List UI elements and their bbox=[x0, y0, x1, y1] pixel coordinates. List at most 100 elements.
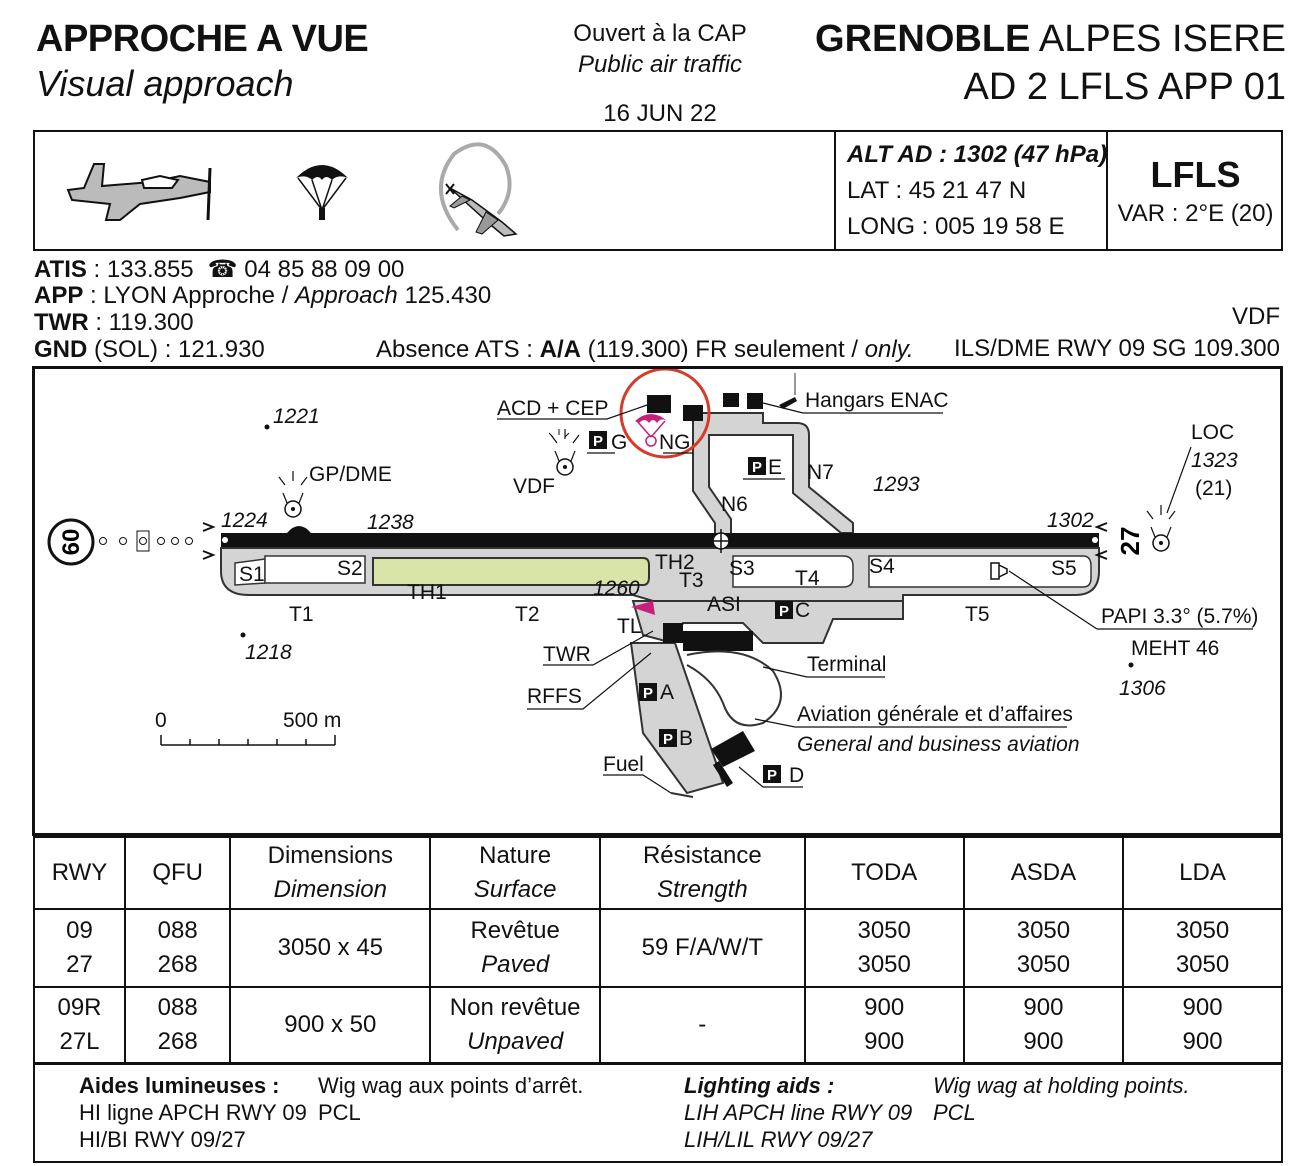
vdf-icon bbox=[550, 429, 580, 476]
label-meht: MEHT 46 bbox=[1131, 637, 1219, 660]
runway-09-27 bbox=[221, 533, 1099, 547]
cell-strength: - bbox=[599, 986, 806, 1064]
cell-qfu-a: 088 bbox=[157, 994, 198, 1021]
elev-1306: 1306 bbox=[1119, 677, 1166, 700]
cell-lda-b: 3050 bbox=[1175, 951, 1230, 978]
info-box bbox=[33, 130, 1283, 251]
gnd-frequency: (SOL) : 121.930 bbox=[87, 336, 265, 363]
label-asi: ASI bbox=[707, 593, 741, 616]
cell-toda-a: 900 bbox=[864, 994, 905, 1021]
cell-toda-b: 900 bbox=[864, 1028, 905, 1055]
runway-09-marker bbox=[47, 518, 95, 566]
phone-number: 04 85 88 09 00 bbox=[244, 256, 405, 283]
longitude: LONG : 005 19 58 E bbox=[847, 213, 1065, 240]
elev-1238: 1238 bbox=[367, 511, 414, 534]
label-gp-dme: GP/DME bbox=[309, 463, 392, 486]
label-taxiway-n6: N6 bbox=[721, 493, 748, 516]
elev-1224: 1224 bbox=[221, 509, 268, 532]
parachute-small-icon bbox=[548, 429, 570, 438]
coords-box bbox=[834, 130, 1108, 251]
header-lda: LDA bbox=[1122, 836, 1283, 910]
lighting-fr-line-2: HI/BI RWY 09/27 bbox=[79, 1127, 246, 1152]
label-parking-ng: NG bbox=[659, 431, 691, 454]
atis-line: ATIS : 133.855☎ 04 85 88 09 00 bbox=[34, 255, 404, 284]
atis-frequency: : 133.855 bbox=[86, 256, 194, 283]
arrow-09-top bbox=[202, 522, 216, 532]
chart-reference: AD 2 LFLS APP 01 bbox=[963, 66, 1287, 108]
svg-text:P: P bbox=[767, 767, 777, 784]
label-rffs: RFFS bbox=[527, 685, 582, 708]
runway-09-number: 60 bbox=[58, 529, 85, 556]
approach-lights bbox=[99, 530, 193, 552]
svg-text:P: P bbox=[643, 685, 653, 702]
label-tl: TL bbox=[617, 615, 642, 638]
cell-surface-fr: Non revêtue bbox=[449, 994, 581, 1021]
aerobatics-icon bbox=[439, 142, 518, 237]
header-strength-en: Strength bbox=[656, 876, 748, 903]
gnd-line: GND (SOL) : 121.930 bbox=[34, 336, 265, 364]
cell-surface-en: Paved bbox=[481, 951, 550, 978]
label-s5: S5 bbox=[1051, 557, 1077, 580]
lighting-en-pcl: PCL bbox=[933, 1100, 976, 1125]
cell-rwy-b: 27L bbox=[59, 1028, 100, 1055]
phone-icon: ☎ bbox=[207, 256, 238, 283]
header-surface-fr: Nature bbox=[479, 842, 552, 869]
parking-d-icon: P bbox=[763, 765, 781, 784]
svg-text:P: P bbox=[752, 459, 762, 476]
absence-text-c: (119.300) FR seulement / bbox=[580, 336, 865, 363]
hangar-building-1 bbox=[683, 405, 703, 421]
label-fuel: Fuel bbox=[603, 753, 644, 776]
parking-e-icon: P bbox=[748, 457, 766, 476]
elev-1221: 1221 bbox=[273, 405, 320, 428]
elev-1260: 1260 bbox=[593, 577, 640, 600]
threshold-light-09 bbox=[222, 537, 228, 543]
elev-1302: 1302 bbox=[1047, 509, 1094, 532]
parking-a-icon: P bbox=[639, 683, 657, 702]
lighting-title-en: Lighting aids : bbox=[684, 1073, 835, 1098]
app-text-a: : LYON Approche / bbox=[83, 282, 296, 309]
access-road bbox=[686, 650, 782, 727]
label-s4: S4 bbox=[869, 555, 895, 578]
fuel-building bbox=[713, 761, 733, 787]
title-fr: APPROCHE A VUE bbox=[36, 18, 369, 60]
label-t1: T1 bbox=[289, 603, 314, 626]
parachute-drop-zone-icon bbox=[635, 414, 667, 447]
grass-runway-09r-27l bbox=[372, 557, 650, 586]
header-dimension-en: Dimension bbox=[273, 876, 387, 903]
lighting-en-wigwag: Wig wag at holding points. bbox=[933, 1073, 1190, 1098]
header-rwy: RWY bbox=[33, 836, 126, 910]
label-terminal: Terminal bbox=[807, 653, 886, 676]
loc-icon bbox=[1146, 446, 1192, 552]
aerodrome-name: GRENOBLE ALPES ISERE bbox=[815, 18, 1286, 61]
cell-lda-b: 900 bbox=[1182, 1028, 1223, 1055]
header-asda: ASDA bbox=[962, 836, 1125, 910]
cell-asda-a: 900 bbox=[1023, 994, 1064, 1021]
cell-rwy-b: 27 bbox=[66, 951, 93, 978]
app-line: APP : LYON Approche / Approach 125.430 bbox=[34, 282, 491, 310]
fuel-road bbox=[670, 792, 694, 798]
label-taxiway-n7: N7 bbox=[807, 461, 834, 484]
svg-text:P: P bbox=[593, 433, 603, 450]
label-ga-fr: Aviation générale et d’affaires bbox=[797, 703, 1073, 726]
cell-asda-a: 3050 bbox=[1016, 917, 1071, 944]
cell-dimension: 3050 x 45 bbox=[229, 908, 432, 988]
elev-1218: 1218 bbox=[245, 641, 292, 664]
ga-building bbox=[711, 731, 755, 767]
svg-text:P: P bbox=[779, 603, 789, 620]
app-text-b: Approach bbox=[295, 282, 398, 309]
label-parking-d: D bbox=[789, 764, 804, 787]
access-en: Public air traffic bbox=[577, 51, 743, 78]
infield-t5 bbox=[868, 555, 1092, 588]
gp-dme-icon bbox=[278, 471, 308, 518]
papi-icon bbox=[990, 562, 1253, 630]
label-vdf: VDF bbox=[513, 475, 555, 498]
